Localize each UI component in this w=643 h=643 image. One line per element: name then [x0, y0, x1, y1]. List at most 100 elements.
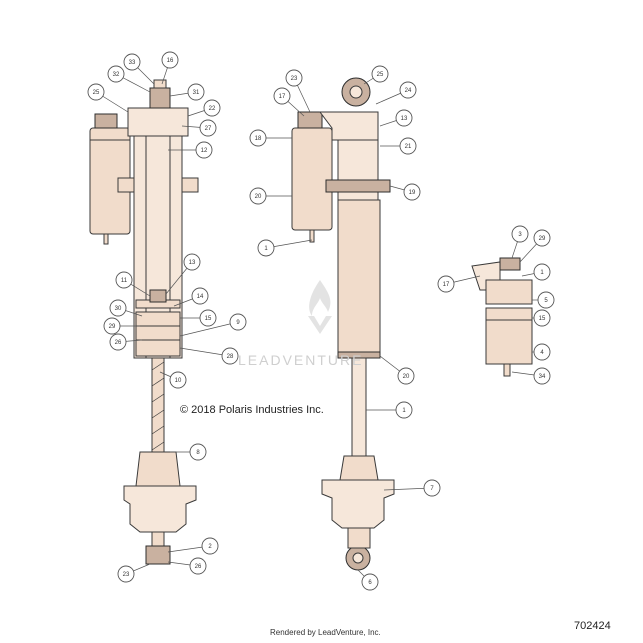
callout-bubble [195, 141, 213, 159]
callout-bubble [161, 51, 179, 69]
callout-bubble [273, 87, 291, 105]
callout-label: 31 [193, 90, 200, 96]
callout-bubble [257, 239, 275, 257]
callout-label: 12 [201, 148, 208, 154]
callout-bubble [109, 299, 127, 317]
callout-leader-line [179, 321, 239, 337]
left-shock-assembly [89, 79, 199, 565]
callout-32: 32 [107, 65, 151, 93]
callout-label: 23 [123, 572, 130, 578]
callout-23: 23 [117, 563, 151, 583]
callout-label: 1 [540, 270, 544, 276]
callout-label: 1 [402, 408, 406, 414]
callout-bubble [533, 343, 551, 361]
callout-label: 2 [208, 544, 212, 550]
callout-label: 30 [115, 306, 122, 312]
callout-bubble [399, 137, 417, 155]
callout-bubble [203, 99, 221, 117]
callout-label: 3 [518, 232, 522, 238]
callout-19: 19 [389, 183, 421, 201]
callout-21: 21 [380, 137, 417, 155]
callout-label: 21 [405, 144, 412, 150]
callout-label: 29 [539, 236, 546, 242]
watermark-text: LEADVENTURE [238, 352, 364, 368]
callout-18: 18 [249, 129, 292, 147]
callout-26: 26 [167, 557, 207, 575]
callout-bubble [189, 443, 207, 461]
callout-31: 31 [169, 83, 205, 101]
callout-label: 1 [264, 246, 268, 252]
callout-bubble [437, 275, 455, 293]
callout-33: 33 [123, 53, 155, 85]
callout-5: 5 [532, 291, 555, 309]
callout-8: 8 [170, 443, 207, 461]
callout-bubble [103, 317, 121, 335]
callout-label: 10 [175, 378, 182, 384]
callout-bubble [397, 367, 415, 385]
callout-bubble [191, 287, 209, 305]
callout-3: 3 [511, 225, 529, 259]
callout-2: 2 [167, 537, 219, 555]
rendered-by-credit: Rendered by LeadVenture, Inc. [270, 628, 381, 637]
callout-17: 17 [273, 87, 305, 117]
callout-16: 16 [161, 51, 179, 85]
callout-29: 29 [519, 229, 551, 263]
callout-bubble [361, 573, 379, 591]
callout-bubble [533, 229, 551, 247]
callout-6: 6 [357, 569, 379, 591]
callout-29: 29 [103, 317, 140, 335]
callout-bubble [117, 565, 135, 583]
callout-17: 17 [437, 275, 481, 293]
callout-11: 11 [115, 271, 151, 297]
callout-9: 9 [179, 313, 247, 337]
callout-bubble [183, 253, 201, 271]
callout-label: 20 [403, 374, 410, 380]
callout-bubble [115, 271, 133, 289]
callout-bubble [403, 183, 421, 201]
callout-1: 1 [366, 401, 413, 419]
callout-22: 22 [187, 99, 221, 117]
callout-label: 11 [121, 278, 128, 284]
callout-label: 13 [401, 116, 408, 122]
callout-label: 25 [93, 90, 100, 96]
callout-label: 17 [279, 94, 286, 100]
callout-label: 28 [227, 354, 234, 360]
callout-7: 7 [383, 479, 441, 497]
right-reservoir-assembly [471, 257, 533, 377]
callout-label: 26 [195, 564, 202, 570]
callout-10: 10 [159, 371, 187, 389]
callout-label: 17 [443, 282, 450, 288]
callout-label: 24 [405, 88, 412, 94]
callout-bubble [109, 333, 127, 351]
callout-30: 30 [109, 299, 143, 317]
callout-bubble [199, 309, 217, 327]
callout-26: 26 [109, 333, 143, 351]
callout-label: 33 [129, 60, 136, 66]
callout-bubble [533, 263, 551, 281]
callout-bubble [249, 187, 267, 205]
leadventure-flame-logo [308, 280, 332, 334]
callout-bubble [249, 129, 267, 147]
callout-28: 28 [179, 347, 239, 365]
callout-bubble [395, 401, 413, 419]
callout-bubble [395, 109, 413, 127]
callout-bubble [123, 53, 141, 71]
callout-25: 25 [363, 65, 389, 85]
callout-label: 26 [115, 340, 122, 346]
callout-20: 20 [249, 187, 292, 205]
callout-label: 23 [291, 76, 298, 82]
callout-14: 14 [173, 287, 209, 307]
callout-bubble [511, 225, 529, 243]
callout-bubble [187, 83, 205, 101]
callout-label: 15 [205, 316, 212, 322]
callout-bubble [371, 65, 389, 83]
callout-bubble [399, 81, 417, 99]
callout-bubble [189, 557, 207, 575]
callout-label: 9 [236, 320, 240, 326]
callout-23: 23 [285, 69, 311, 113]
callout-label: 15 [539, 316, 546, 322]
callout-15: 15 [532, 309, 551, 327]
callout-label: 34 [539, 374, 546, 380]
callout-12: 12 [168, 141, 213, 159]
